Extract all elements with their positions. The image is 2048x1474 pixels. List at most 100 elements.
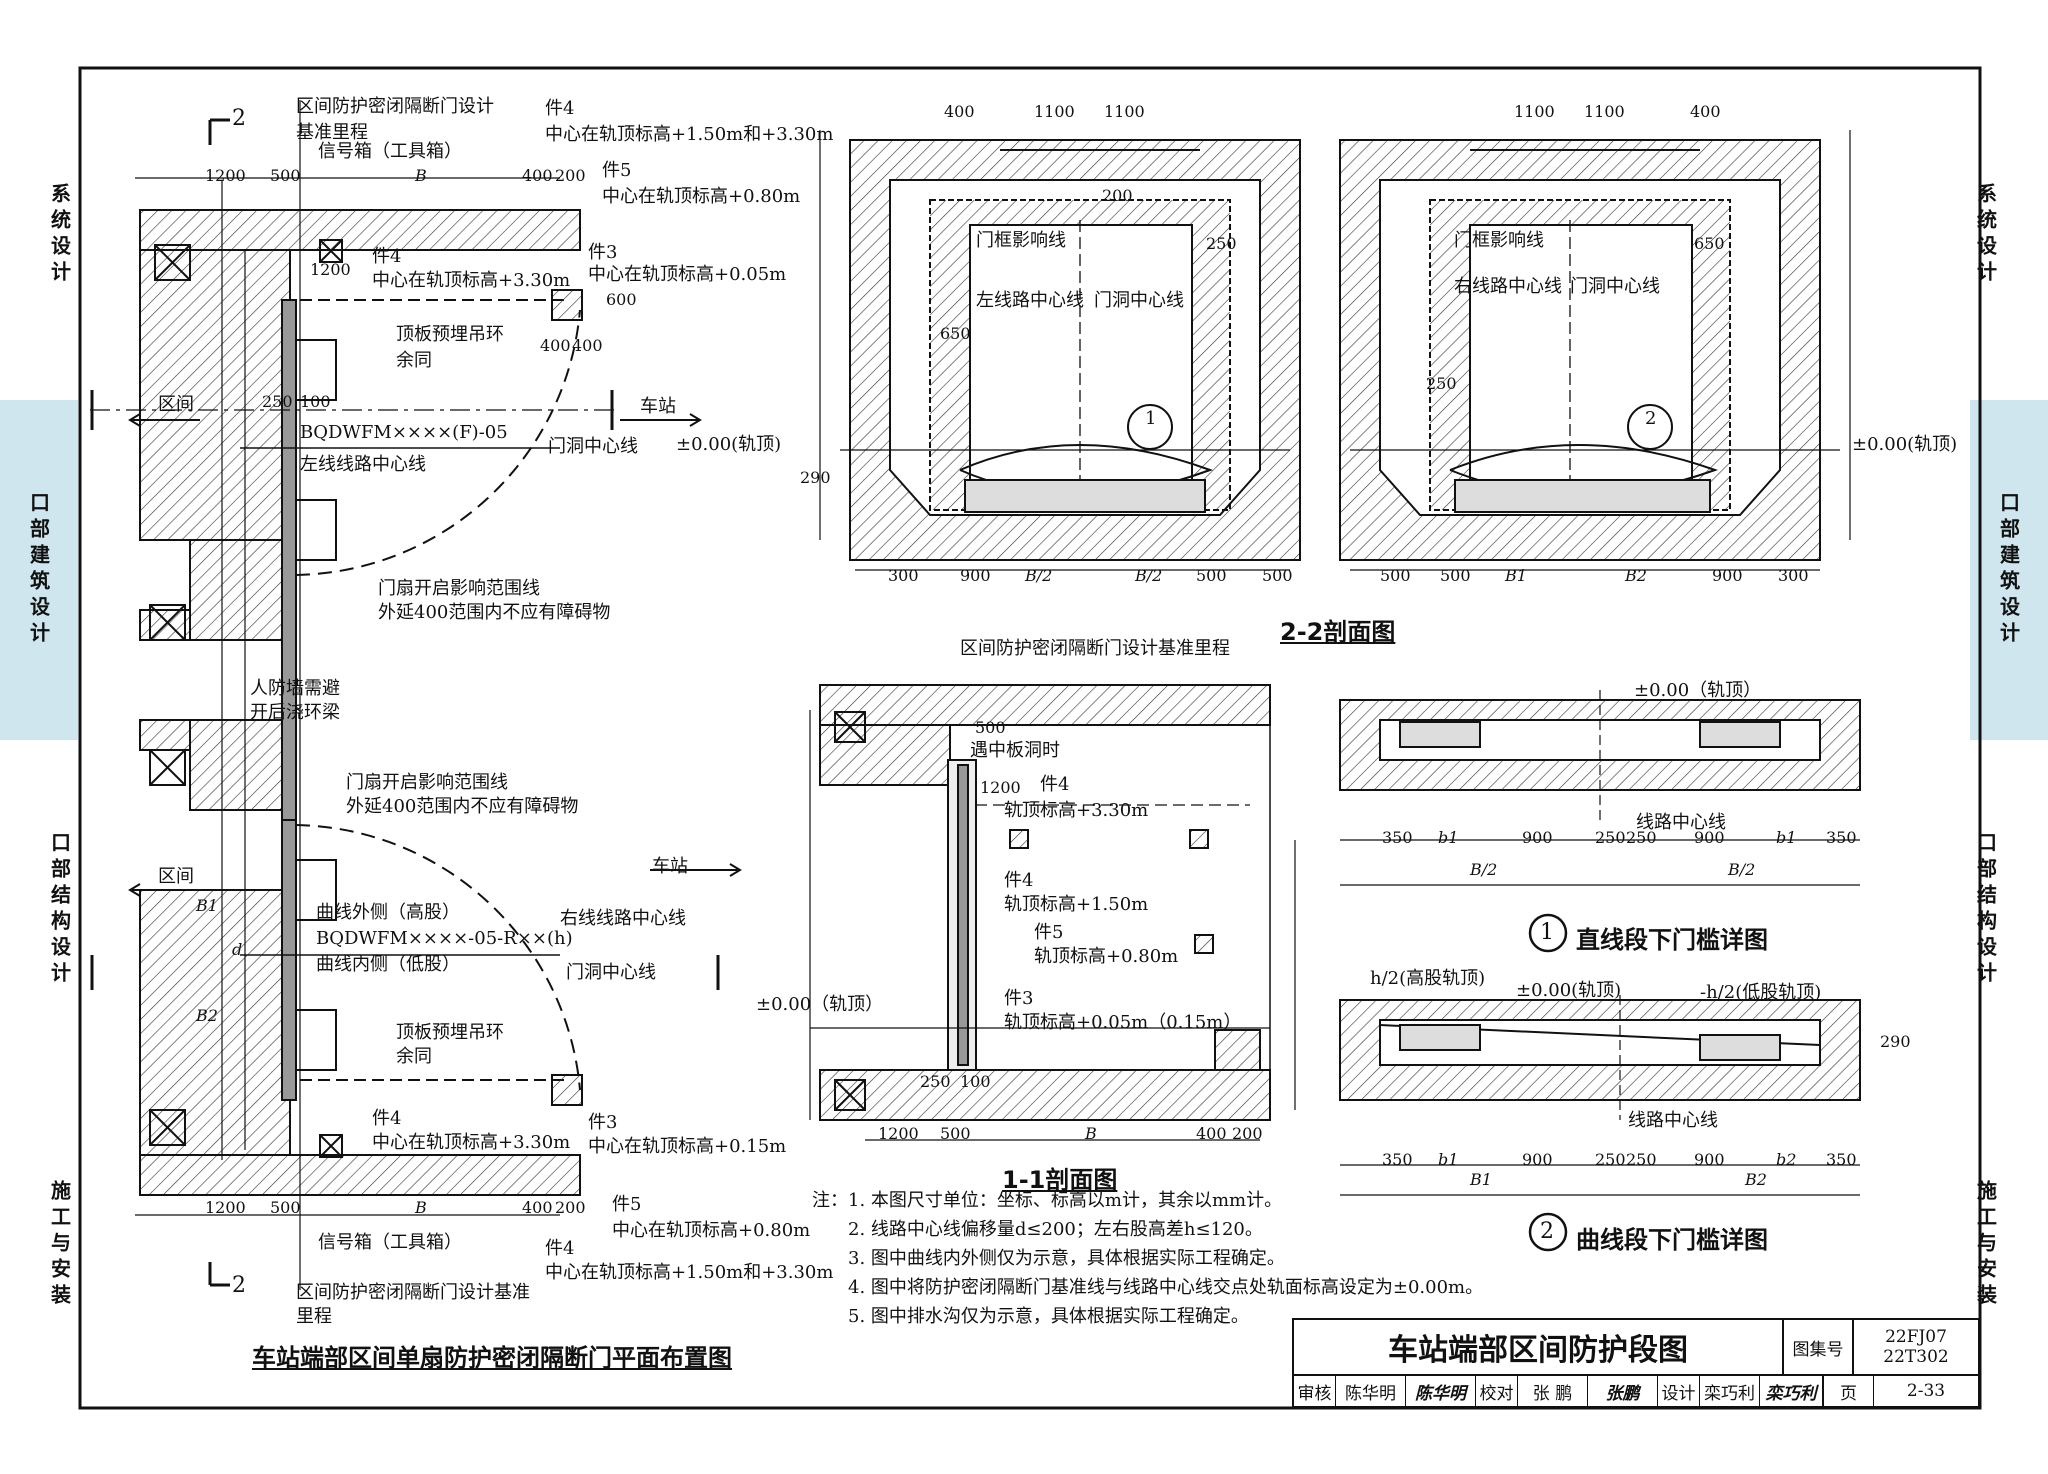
- signal-box-bottom: 信号箱（工具箱）: [318, 1232, 462, 1253]
- s11-dim: 1200: [980, 778, 1021, 797]
- d2-dim: 250: [1626, 1150, 1657, 1169]
- design-ref-bottom-2: 里程: [296, 1306, 332, 1327]
- d1-dim: B/2: [1470, 860, 1498, 879]
- check-label: 校对: [1476, 1376, 1518, 1406]
- right-tab-label: 系统设计: [1973, 183, 1998, 287]
- d1-dim: 250: [1595, 828, 1626, 847]
- right-tab-system[interactable]: 系统设计: [1950, 150, 2022, 320]
- part4-bottom-2: 件4: [545, 1238, 575, 1259]
- plan-dim: 600: [606, 290, 637, 309]
- s22l-dim: 200: [1102, 186, 1133, 205]
- left-tab-system[interactable]: 系统设计: [24, 150, 96, 320]
- s22l-dim: 400: [944, 102, 975, 121]
- s22l-dim: B/2: [1135, 566, 1163, 585]
- d2-number: 2: [1540, 1219, 1554, 1244]
- s11-dim: 500: [975, 718, 1006, 737]
- reviewer-signature: 陈华明: [1406, 1376, 1476, 1406]
- s22l-dim: B/2: [1025, 566, 1053, 585]
- note-item: 2. 线路中心线偏移量d≤200；左右股高差h≤120。: [848, 1219, 1263, 1240]
- s11-part4b: 件4: [1004, 870, 1034, 891]
- atlas-label: 图集号: [1784, 1320, 1854, 1374]
- d1-rail-top: ±0.00（轨顶）: [1634, 680, 1762, 701]
- part4-left: 件4: [372, 246, 402, 267]
- checker-signature: 张鹏: [1588, 1376, 1658, 1406]
- plan-dim: 400: [522, 1198, 553, 1217]
- plan-dim: 400: [540, 336, 571, 355]
- d2-dim: 350: [1826, 1150, 1857, 1169]
- plan-section-mark-bottom: 2: [232, 1273, 246, 1298]
- s11-dim: B: [1085, 1124, 1097, 1143]
- d1-line-center: 线路中心线: [1636, 812, 1726, 833]
- rail-top-22-right: ±0.00(轨顶): [1852, 434, 1958, 455]
- note-item: 4. 图中将防护密闭隔断门基准线与线路中心线交点处轨面标高设定为±0.00m。: [848, 1277, 1484, 1298]
- plan-dim: B: [415, 1198, 427, 1217]
- plan-section-mark-top: 2: [232, 106, 246, 131]
- design-ref-top-2: 基准里程: [296, 122, 368, 143]
- d1-dim: 900: [1522, 828, 1553, 847]
- s11-part5-desc: 轨顶标高+0.80m: [1034, 946, 1179, 967]
- s22r-dim: B1: [1505, 566, 1527, 585]
- signal-box-top: 信号箱（工具箱）: [318, 141, 462, 162]
- s22r-dim: 500: [1380, 566, 1411, 585]
- plan-dim: 400: [522, 166, 553, 185]
- atlas-no-2: 22T302: [1883, 1347, 1949, 1367]
- ring-top: 顶板预埋吊环: [396, 324, 504, 345]
- plan-dim: 200: [555, 1198, 586, 1217]
- curve-in: 曲线内侧（低股）: [316, 954, 460, 975]
- d2-dim: B1: [1470, 1170, 1492, 1189]
- reviewer: 陈华明: [1336, 1376, 1406, 1406]
- right-tab-construction[interactable]: 施工与安装: [1950, 1170, 2022, 1320]
- plan-dim: B2: [196, 1006, 218, 1025]
- right-tab-portal-arch[interactable]: 口部建筑设计: [1970, 400, 2048, 740]
- plan-dim: 100: [300, 392, 331, 411]
- right-tab-portal-struct[interactable]: 口部结构设计: [1950, 820, 2022, 1000]
- station-label-top: 车站: [640, 396, 676, 417]
- s22r-dim: 400: [1690, 102, 1721, 121]
- rail-top-22-left: ±0.00(轨顶): [676, 434, 782, 455]
- plan-dim: 1200: [205, 1198, 246, 1217]
- swing-1b: 外延400范围内不应有障碍物: [378, 602, 611, 623]
- d1-dim: 250: [1626, 828, 1657, 847]
- left-tab-portal-struct[interactable]: 口部结构设计: [24, 820, 96, 1000]
- plan-dim: B: [415, 166, 427, 185]
- d1-dim: B/2: [1728, 860, 1756, 879]
- left-tab-portal-arch[interactable]: 口部建筑设计: [0, 400, 78, 740]
- page-label: 页: [1824, 1376, 1874, 1406]
- s22r-dim: 500: [1440, 566, 1471, 585]
- detail-1-drawing: [1339, 690, 1861, 886]
- detail-ref-2: 2: [1645, 408, 1657, 429]
- design-ref-bottom: 区间防护密闭隔断门设计基准: [296, 1282, 530, 1303]
- door-center-label-1: 门洞中心线: [548, 436, 638, 457]
- left-line-22: 左线路中心线: [976, 290, 1084, 311]
- d2-h290: 290: [1880, 1032, 1911, 1051]
- atlas-no-1: 22FJ07: [1885, 1327, 1947, 1347]
- atlas-no: 22FJ07 22T302: [1854, 1320, 1978, 1374]
- note-item: 3. 图中曲线内外侧仅为示意，具体根据实际工程确定。: [848, 1248, 1285, 1269]
- swing-2: 门扇开启影响范围线: [346, 772, 508, 793]
- s11-dim: 1200: [878, 1124, 919, 1143]
- part3-bottom: 件3: [588, 1112, 618, 1133]
- design-label: 设计: [1658, 1376, 1700, 1406]
- s22l-dim: 1100: [1104, 102, 1145, 121]
- plan-dim: B1: [196, 896, 218, 915]
- part4-top: 件4: [545, 98, 575, 119]
- designer: 栾巧利: [1700, 1376, 1760, 1406]
- s22l-dim: 250: [1206, 234, 1237, 253]
- s22l-dim: 500: [1262, 566, 1293, 585]
- review-label: 审核: [1294, 1376, 1336, 1406]
- part4-left-desc: 中心在轨顶标高+3.30m: [372, 270, 571, 291]
- part5-bottom: 件5: [612, 1194, 642, 1215]
- note-item: 1. 本图尺寸单位：坐标、标高以m计，其余以mm计。: [848, 1190, 1283, 1211]
- s22r-dim: B2: [1625, 566, 1647, 585]
- page-number: 2-33: [1906, 1381, 1946, 1401]
- s22l-dim: 1100: [1034, 102, 1075, 121]
- door-center-label-2: 门洞中心线: [566, 962, 656, 983]
- title-block: 车站端部区间防护段图 图集号 22FJ07 22T302 审核 陈华明 陈华明 …: [1292, 1318, 1980, 1408]
- s11-dim: 250: [920, 1072, 951, 1091]
- s11-design-ref: 区间防护密闭隔断门设计基准里程: [960, 638, 1230, 659]
- s11-part3: 件3: [1004, 988, 1034, 1009]
- right-line-label: 右线线路中心线: [560, 908, 686, 929]
- plan-dim: d: [232, 940, 243, 959]
- section-11: [809, 684, 1296, 1141]
- left-tab-construction[interactable]: 施工与安装: [24, 1170, 96, 1320]
